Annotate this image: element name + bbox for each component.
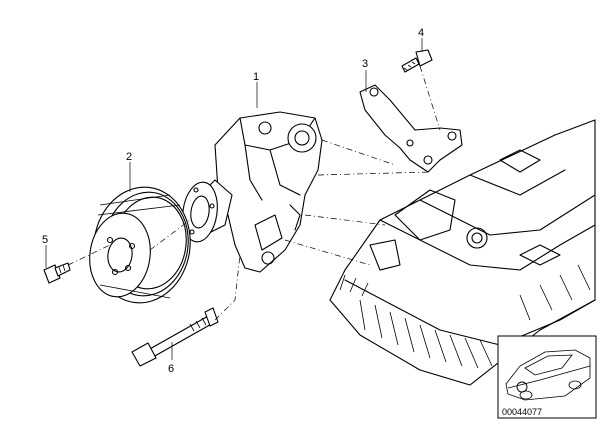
callout-4: 4	[418, 27, 424, 39]
bracket-bolt	[401, 49, 433, 73]
leader-lines	[45, 38, 423, 360]
oil-sump	[329, 119, 596, 386]
long-bolt	[131, 307, 219, 367]
pulley-bolt	[43, 262, 71, 284]
diagram-code: 00044077	[502, 407, 542, 417]
vehicle-inset: 00044077	[497, 335, 597, 419]
callout-5: 5	[42, 234, 48, 246]
location-marker-icon	[516, 381, 528, 393]
assembly-lines	[67, 65, 441, 321]
callout-2: 2	[126, 151, 132, 163]
pulley	[89, 186, 191, 304]
callout-6: 6	[168, 363, 174, 375]
power-steering-pump	[182, 111, 323, 273]
bracket	[359, 84, 463, 173]
callout-3: 3	[362, 58, 368, 70]
callout-1: 1	[253, 71, 259, 83]
